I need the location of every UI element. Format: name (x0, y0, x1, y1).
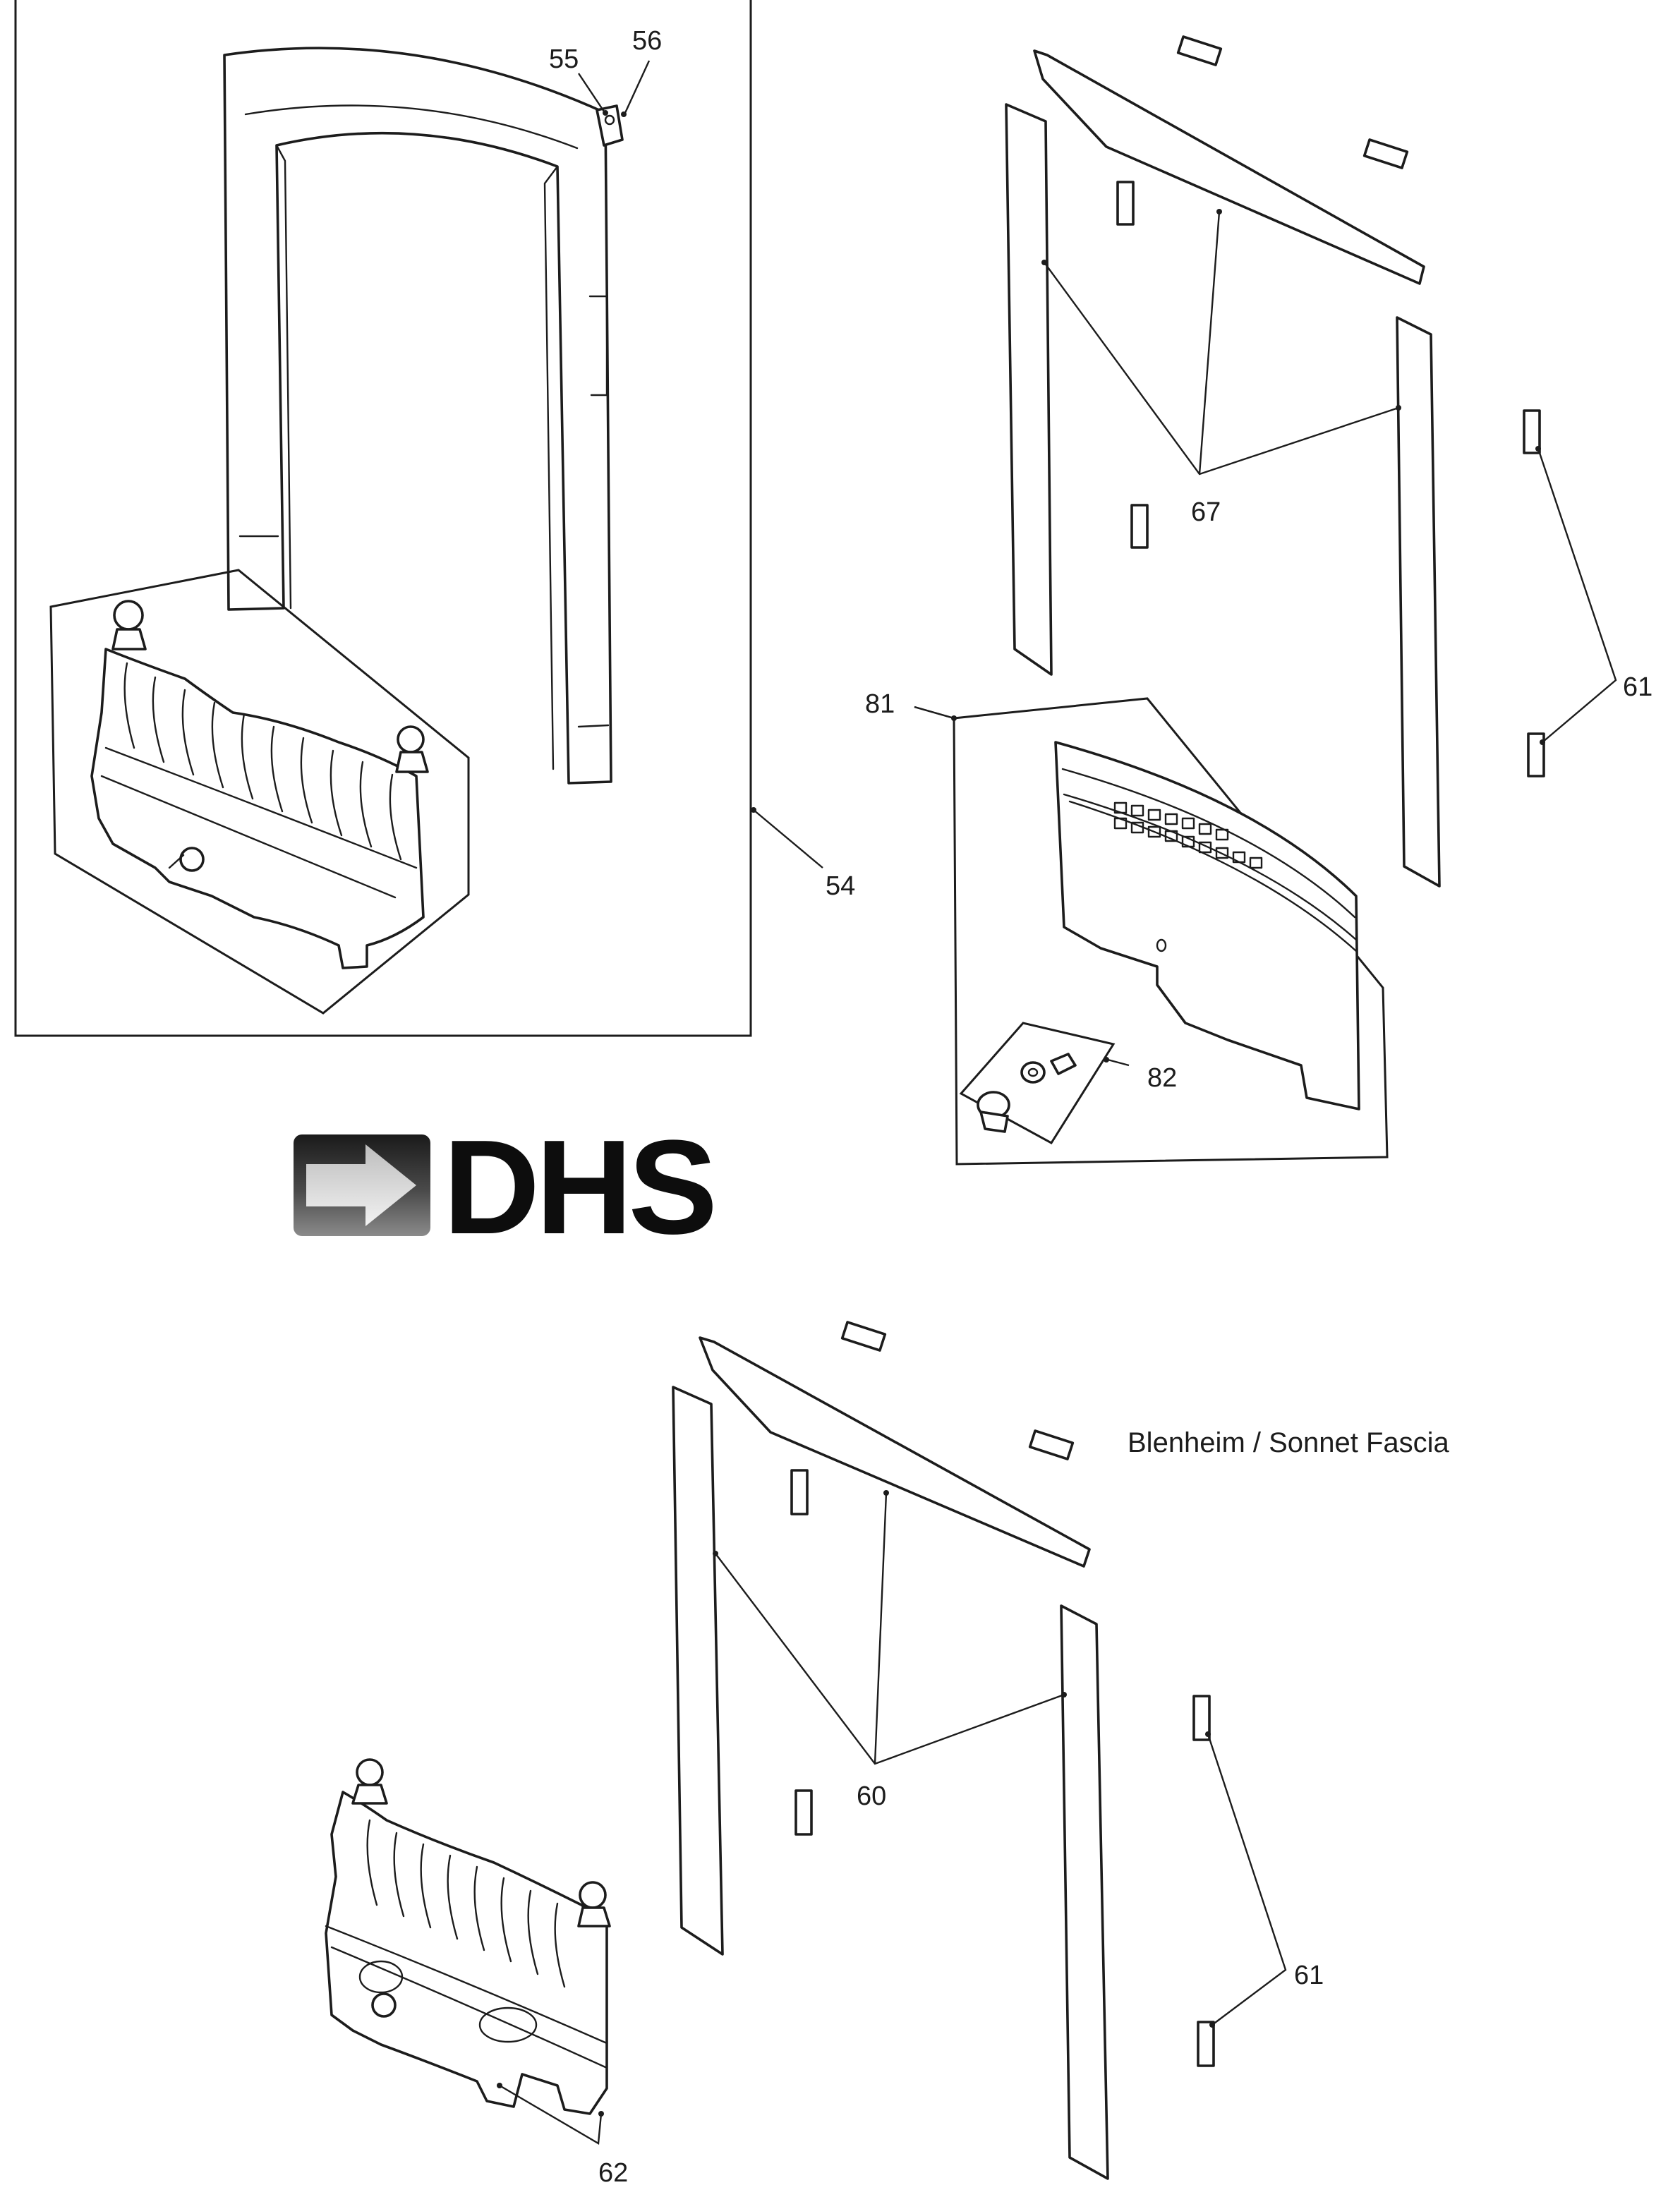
vent-grille (1113, 801, 1263, 869)
fascia-caption: Blenheim / Sonnet Fascia (1128, 1427, 1450, 1458)
fascia-left-rail-67 (1005, 103, 1053, 676)
fascia-inset-box-81 (953, 697, 1389, 1166)
fascia-clip (1130, 504, 1149, 549)
fascia-right-rail-67 (1396, 316, 1441, 888)
label-67: 67 (1191, 497, 1221, 527)
label-56: 56 (632, 26, 662, 56)
part-labels: 55 56 54 67 61 81 82 60 61 62 (549, 26, 1652, 2188)
fascia-clip (794, 1789, 813, 1836)
clip-55-56 (578, 60, 651, 147)
arched-trim-frame (223, 47, 612, 785)
fascia-top-rail-60 (699, 1336, 1091, 1568)
fascia-side-clip-61 (1197, 2021, 1215, 2067)
knob-screw-82 (959, 1022, 1130, 1144)
fascia-side-clip-61 (1192, 1695, 1211, 1741)
fret-trim-kit-group (14, 0, 823, 1037)
label-61-top: 61 (1623, 672, 1652, 702)
ash-pan-cover (914, 706, 1360, 1110)
label-61-bottom: 61 (1294, 1961, 1324, 1990)
label-55: 55 (549, 44, 579, 74)
logo-text: DHS (443, 1113, 713, 1262)
label-81: 81 (865, 689, 895, 719)
fascia-clip (840, 1321, 887, 1352)
fascia-kit-top (914, 35, 1617, 1166)
fret-inset-box (49, 569, 470, 1015)
dhs-logo: DHS (294, 1113, 718, 1262)
fascia-clip (1176, 35, 1223, 66)
label-54: 54 (826, 871, 855, 901)
fascia-side-clip-61 (1523, 409, 1541, 454)
blenheim-fascia-group: Blenheim / Sonnet Fascia (325, 1321, 1450, 2180)
fret-top-left (90, 600, 429, 969)
fascia-clip (1362, 138, 1409, 169)
fascia-side-clip-61 (1527, 732, 1545, 777)
kit-54-frame (14, 0, 752, 1037)
fascia-top-rail-67 (1033, 49, 1425, 285)
label-60: 60 (857, 1781, 886, 1811)
label-62: 62 (598, 2158, 628, 2188)
fret-62 (325, 1758, 611, 2145)
fascia-clip (1028, 1429, 1075, 1460)
label-82: 82 (1147, 1063, 1177, 1093)
fascia-left-rail-60 (672, 1386, 724, 1956)
fascia-right-rail-60 (1060, 1604, 1109, 2180)
fascia-clip (790, 1469, 809, 1515)
fascia-clip (1116, 181, 1135, 226)
